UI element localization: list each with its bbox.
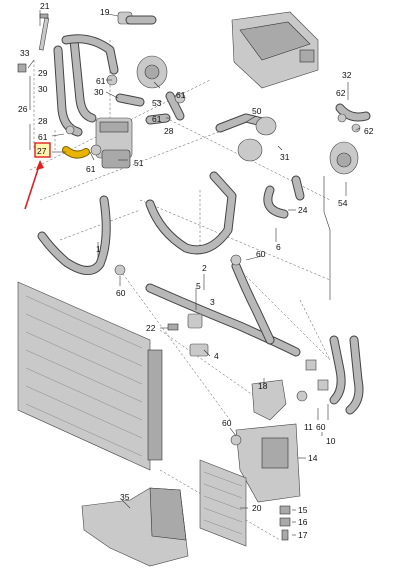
part-53-pump (115, 55, 168, 107)
label-22: 22 (146, 323, 156, 333)
part-15-17-fasteners (279, 505, 291, 541)
label-2: 2 (202, 263, 207, 273)
assembly-dashed-lines (29, 40, 331, 541)
label-33: 33 (20, 48, 30, 58)
label-32: 32 (342, 70, 352, 80)
part-29-pipe (53, 34, 119, 137)
part-11-connectors (305, 359, 329, 391)
label-60: 60 (256, 249, 266, 259)
label-61: 61 (152, 114, 162, 124)
label-28: 28 (164, 126, 174, 136)
label-28: 28 (38, 116, 48, 126)
highlight-marker (24, 142, 51, 210)
part-1-hose (37, 195, 111, 275)
part-24-hose (263, 175, 305, 219)
part-50-thermostat (215, 113, 277, 162)
part-33-bolt (17, 63, 27, 73)
callout-labels: 21 19 33 61 29 30 30 53 61 26 28 28 61 6… (18, 1, 374, 540)
part-54-pump (329, 103, 371, 175)
part-51-cooler (95, 117, 133, 169)
part-61-clips (65, 74, 361, 156)
label-19: 19 (100, 7, 110, 17)
label-60: 60 (116, 288, 126, 298)
part-27-hose-highlighted (62, 146, 90, 159)
part-28-small-hose (145, 91, 185, 125)
label-3: 3 (210, 297, 215, 307)
label-20: 20 (252, 503, 262, 513)
label-30: 30 (38, 84, 48, 94)
label-51: 51 (134, 158, 144, 168)
label-62: 62 (364, 126, 374, 136)
label-60: 60 (316, 422, 326, 432)
label-11: 11 (304, 422, 313, 432)
label-60: 60 (222, 418, 232, 428)
part-60-clips (114, 254, 308, 446)
label-29: 29 (38, 68, 48, 78)
label-30: 30 (94, 87, 104, 97)
label-5: 5 (196, 281, 201, 291)
part-2-hose (145, 261, 301, 357)
label-18: 18 (258, 381, 268, 391)
part-20-intercooler (199, 459, 247, 547)
part-19-clamp (117, 11, 157, 25)
label-53: 53 (152, 98, 162, 108)
label-31: 31 (280, 152, 290, 162)
part-35-air-duct (81, 487, 189, 567)
part-10-hoses-right (329, 335, 364, 415)
label-61: 61 (38, 132, 48, 142)
label-35: 35 (120, 492, 130, 502)
label-54: 54 (338, 198, 348, 208)
label-50: 50 (252, 106, 262, 116)
label-15: 15 (298, 505, 308, 515)
part-18-bracket (251, 379, 287, 421)
label-10: 10 (326, 436, 336, 446)
part-control-box (231, 11, 319, 89)
label-61: 61 (86, 164, 96, 174)
label-61: 61 (176, 90, 186, 100)
part-22-bolt (167, 323, 179, 331)
part-6-hose (145, 171, 237, 255)
label-14: 14 (308, 453, 318, 463)
label-16: 16 (298, 517, 308, 527)
part-3-connector (187, 313, 209, 357)
label-21: 21 (40, 1, 50, 11)
label-61: 61 (96, 76, 106, 86)
label-1: 1 (96, 244, 101, 254)
label-17: 17 (298, 530, 308, 540)
label-24: 24 (298, 205, 308, 215)
part-21-rod (38, 13, 50, 51)
label-6: 6 (276, 242, 281, 252)
label-26: 26 (18, 104, 28, 114)
label-4: 4 (214, 351, 219, 361)
leader-lines (27, 10, 361, 536)
label-62: 62 (336, 88, 346, 98)
part-radiator (17, 281, 163, 471)
label-27: 27 (37, 146, 47, 156)
part-14-bracket (235, 423, 301, 503)
